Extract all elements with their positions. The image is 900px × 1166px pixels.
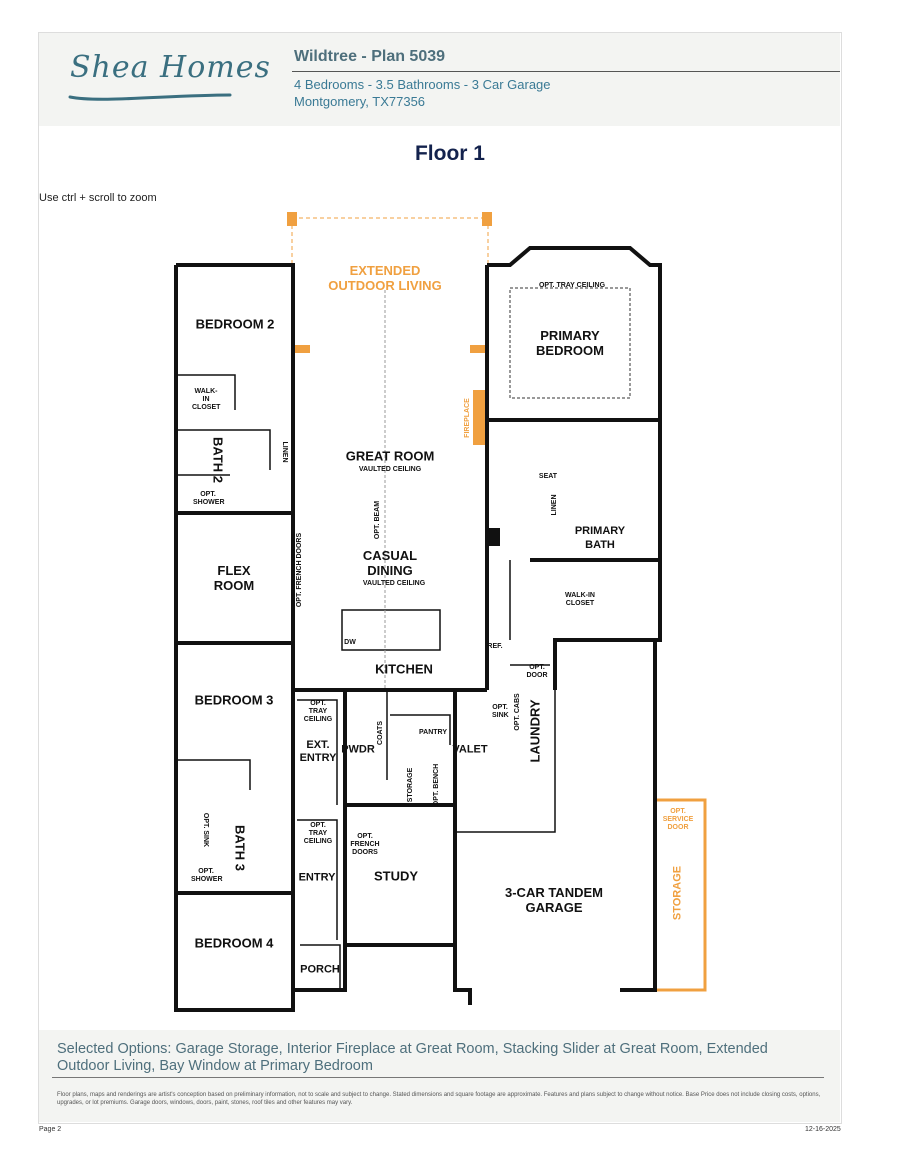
option-markers [287,212,492,445]
print-date: 12-16-2025 [805,1126,841,1133]
room-label: OPT. FRENCH DOORS [350,833,380,856]
zoom-hint: Use ctrl + scroll to zoom [39,192,157,204]
room-label: DW [344,639,356,646]
room-label: SEAT [538,473,558,480]
room-label: OPT. TRAY CEILING [303,822,333,845]
interior-lines [176,374,556,990]
room-label: 3-CAR TANDEM GARAGE [505,885,603,915]
page-number: Page 2 [39,1126,62,1133]
room-label: OPT. SINK [492,704,509,719]
room-label: WALK-IN CLOSET [565,592,595,607]
plan-location: Montgomery, TX77356 [294,94,426,109]
room-label: BEDROOM 2 [195,316,275,332]
room-label: COATS [377,721,384,745]
page-frame [38,32,842,1124]
room-label: EXTENDED OUTDOOR LIVING [328,263,442,293]
room-label: PRIMARY BATH [574,525,626,551]
room-label: OPT. DOOR [526,664,548,679]
footer [39,1030,840,1122]
room-label: OPT. TRAY CEILING [538,282,606,289]
selected-options: Selected Options: Garage Storage, Interi… [57,1041,768,1074]
room-label: PORCH [300,963,340,976]
room-label: CASUAL DINING [362,548,418,578]
room-label: BEDROOM 4 [194,935,274,951]
room-label: OPT. FRENCH DOORS [296,532,303,608]
room-label: LAUNDRY [527,699,543,763]
room-label: PRIMARY BEDROOM [536,328,604,358]
room-label: GREAT ROOM [345,448,435,464]
disclaimer: Floor plans, maps and renderings are art… [57,1092,821,1106]
room-label: BEDROOM 3 [194,692,274,708]
room-label: LINEN [551,494,558,516]
header [39,33,840,126]
room-label: PANTRY [419,729,447,736]
shea-homes-logo: Shea Homes [70,50,271,85]
room-label: VAULTED CEILING [358,466,422,473]
plan-title: Wildtree - Plan 5039 [294,48,446,65]
room-label: OPT. SHOWER [193,491,225,506]
walls [174,246,662,1012]
room-label: OPT. BEAM [374,500,381,540]
garage-storage-outline [655,798,707,992]
room-label: STORAGE [407,767,414,803]
room-label: BATH 2 [210,437,226,483]
tray-ceiling-outline [509,287,631,399]
room-label: KITCHEN [375,661,433,677]
footer-divider [52,1077,824,1078]
plan-specs: 4 Bedrooms - 3.5 Bathrooms - 3 Car Garag… [294,77,551,92]
column [488,528,500,546]
header-divider [292,71,840,72]
room-label: BATH 3 [232,825,248,871]
floor-title: Floor 1 [414,142,485,165]
room-label: WALK-IN CLOSET [192,388,221,411]
room-label: ENTRY [298,871,336,884]
room-label: OPT. CABS [514,693,521,731]
room-label: STORAGE [671,865,684,921]
room-label: OPT. TRAY CEILING [303,700,333,723]
room-label: FIREPLACE [464,398,471,438]
room-label: VALET [452,743,488,756]
room-label: OPT. SINK [202,812,209,848]
room-label: OPT. SHOWER [191,868,223,883]
room-label: VAULTED CEILING [362,580,426,587]
room-label: LINEN [281,441,288,463]
room-label: REF. [487,643,503,650]
room-label: FLEX ROOM [213,563,255,593]
room-label: OPT. SERVICE DOOR [662,808,694,831]
room-label: EXT. ENTRY [299,739,337,764]
logo-swash [68,93,232,101]
room-label: OPT. BENCH [433,763,440,807]
room-label: PWDR [341,743,375,756]
room-label: STUDY [373,868,419,884]
